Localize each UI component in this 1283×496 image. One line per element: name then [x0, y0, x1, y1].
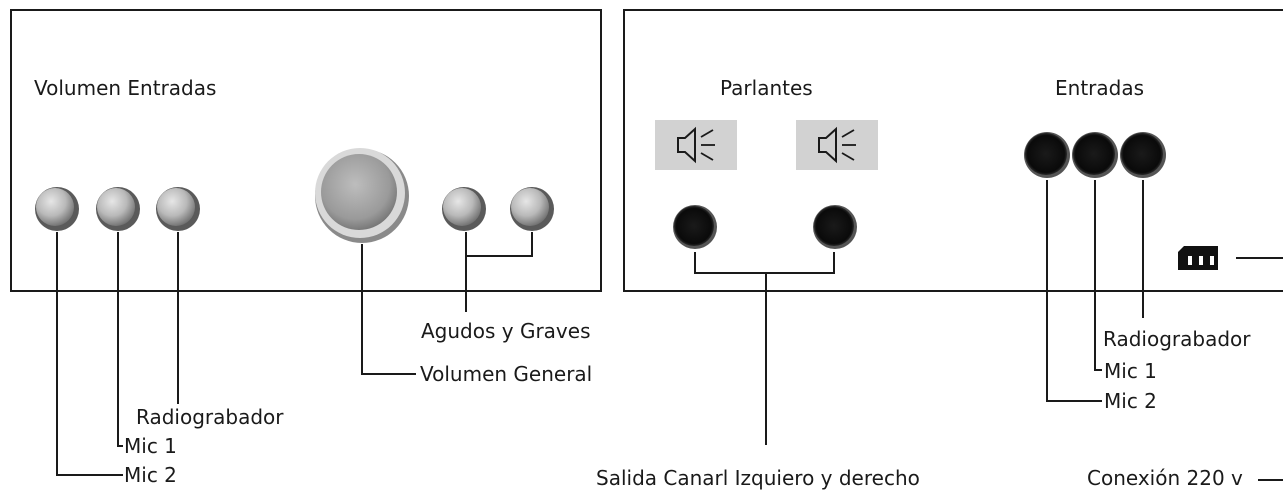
knob-mic2 — [35, 187, 79, 231]
label-mic2-back: Mic 2 — [1104, 389, 1157, 413]
speaker-icon-right — [796, 120, 878, 170]
jack-mic2 — [1024, 132, 1070, 178]
speaker-icon-left — [655, 120, 737, 170]
jack-speaker-left — [673, 205, 717, 249]
power-socket-icon — [1178, 246, 1218, 270]
front-leader-lines — [56, 232, 533, 476]
label-volumen-general: Volumen General — [420, 362, 593, 386]
label-mic1-back: Mic 1 — [1104, 359, 1157, 383]
jack-mic1 — [1072, 132, 1118, 178]
back-leader-lines — [694, 180, 1283, 481]
entradas-title: Entradas — [1055, 76, 1145, 100]
label-agudos-graves: Agudos y Graves — [421, 319, 591, 343]
label-mic2-front: Mic 2 — [124, 463, 177, 487]
knob-mic1 — [96, 187, 140, 231]
jack-radiograbador — [1120, 132, 1166, 178]
front-panel-title: Volumen Entradas — [34, 76, 217, 100]
knob-graves — [510, 187, 554, 231]
knob-agudos — [442, 187, 486, 231]
label-salida: Salida Canarl Izquiero y derecho — [596, 466, 920, 490]
knob-volumen-general — [315, 148, 409, 243]
knob-radiograbador — [156, 187, 200, 231]
jack-speaker-right — [813, 205, 857, 249]
front-panel — [10, 9, 602, 292]
label-mic1-front: Mic 1 — [124, 434, 177, 458]
label-radiograbador-back: Radiograbador — [1103, 327, 1251, 351]
label-conexion: Conexión 220 v — [1087, 466, 1243, 490]
label-radiograbador-front: Radiograbador — [136, 405, 284, 429]
parlantes-title: Parlantes — [720, 76, 813, 100]
